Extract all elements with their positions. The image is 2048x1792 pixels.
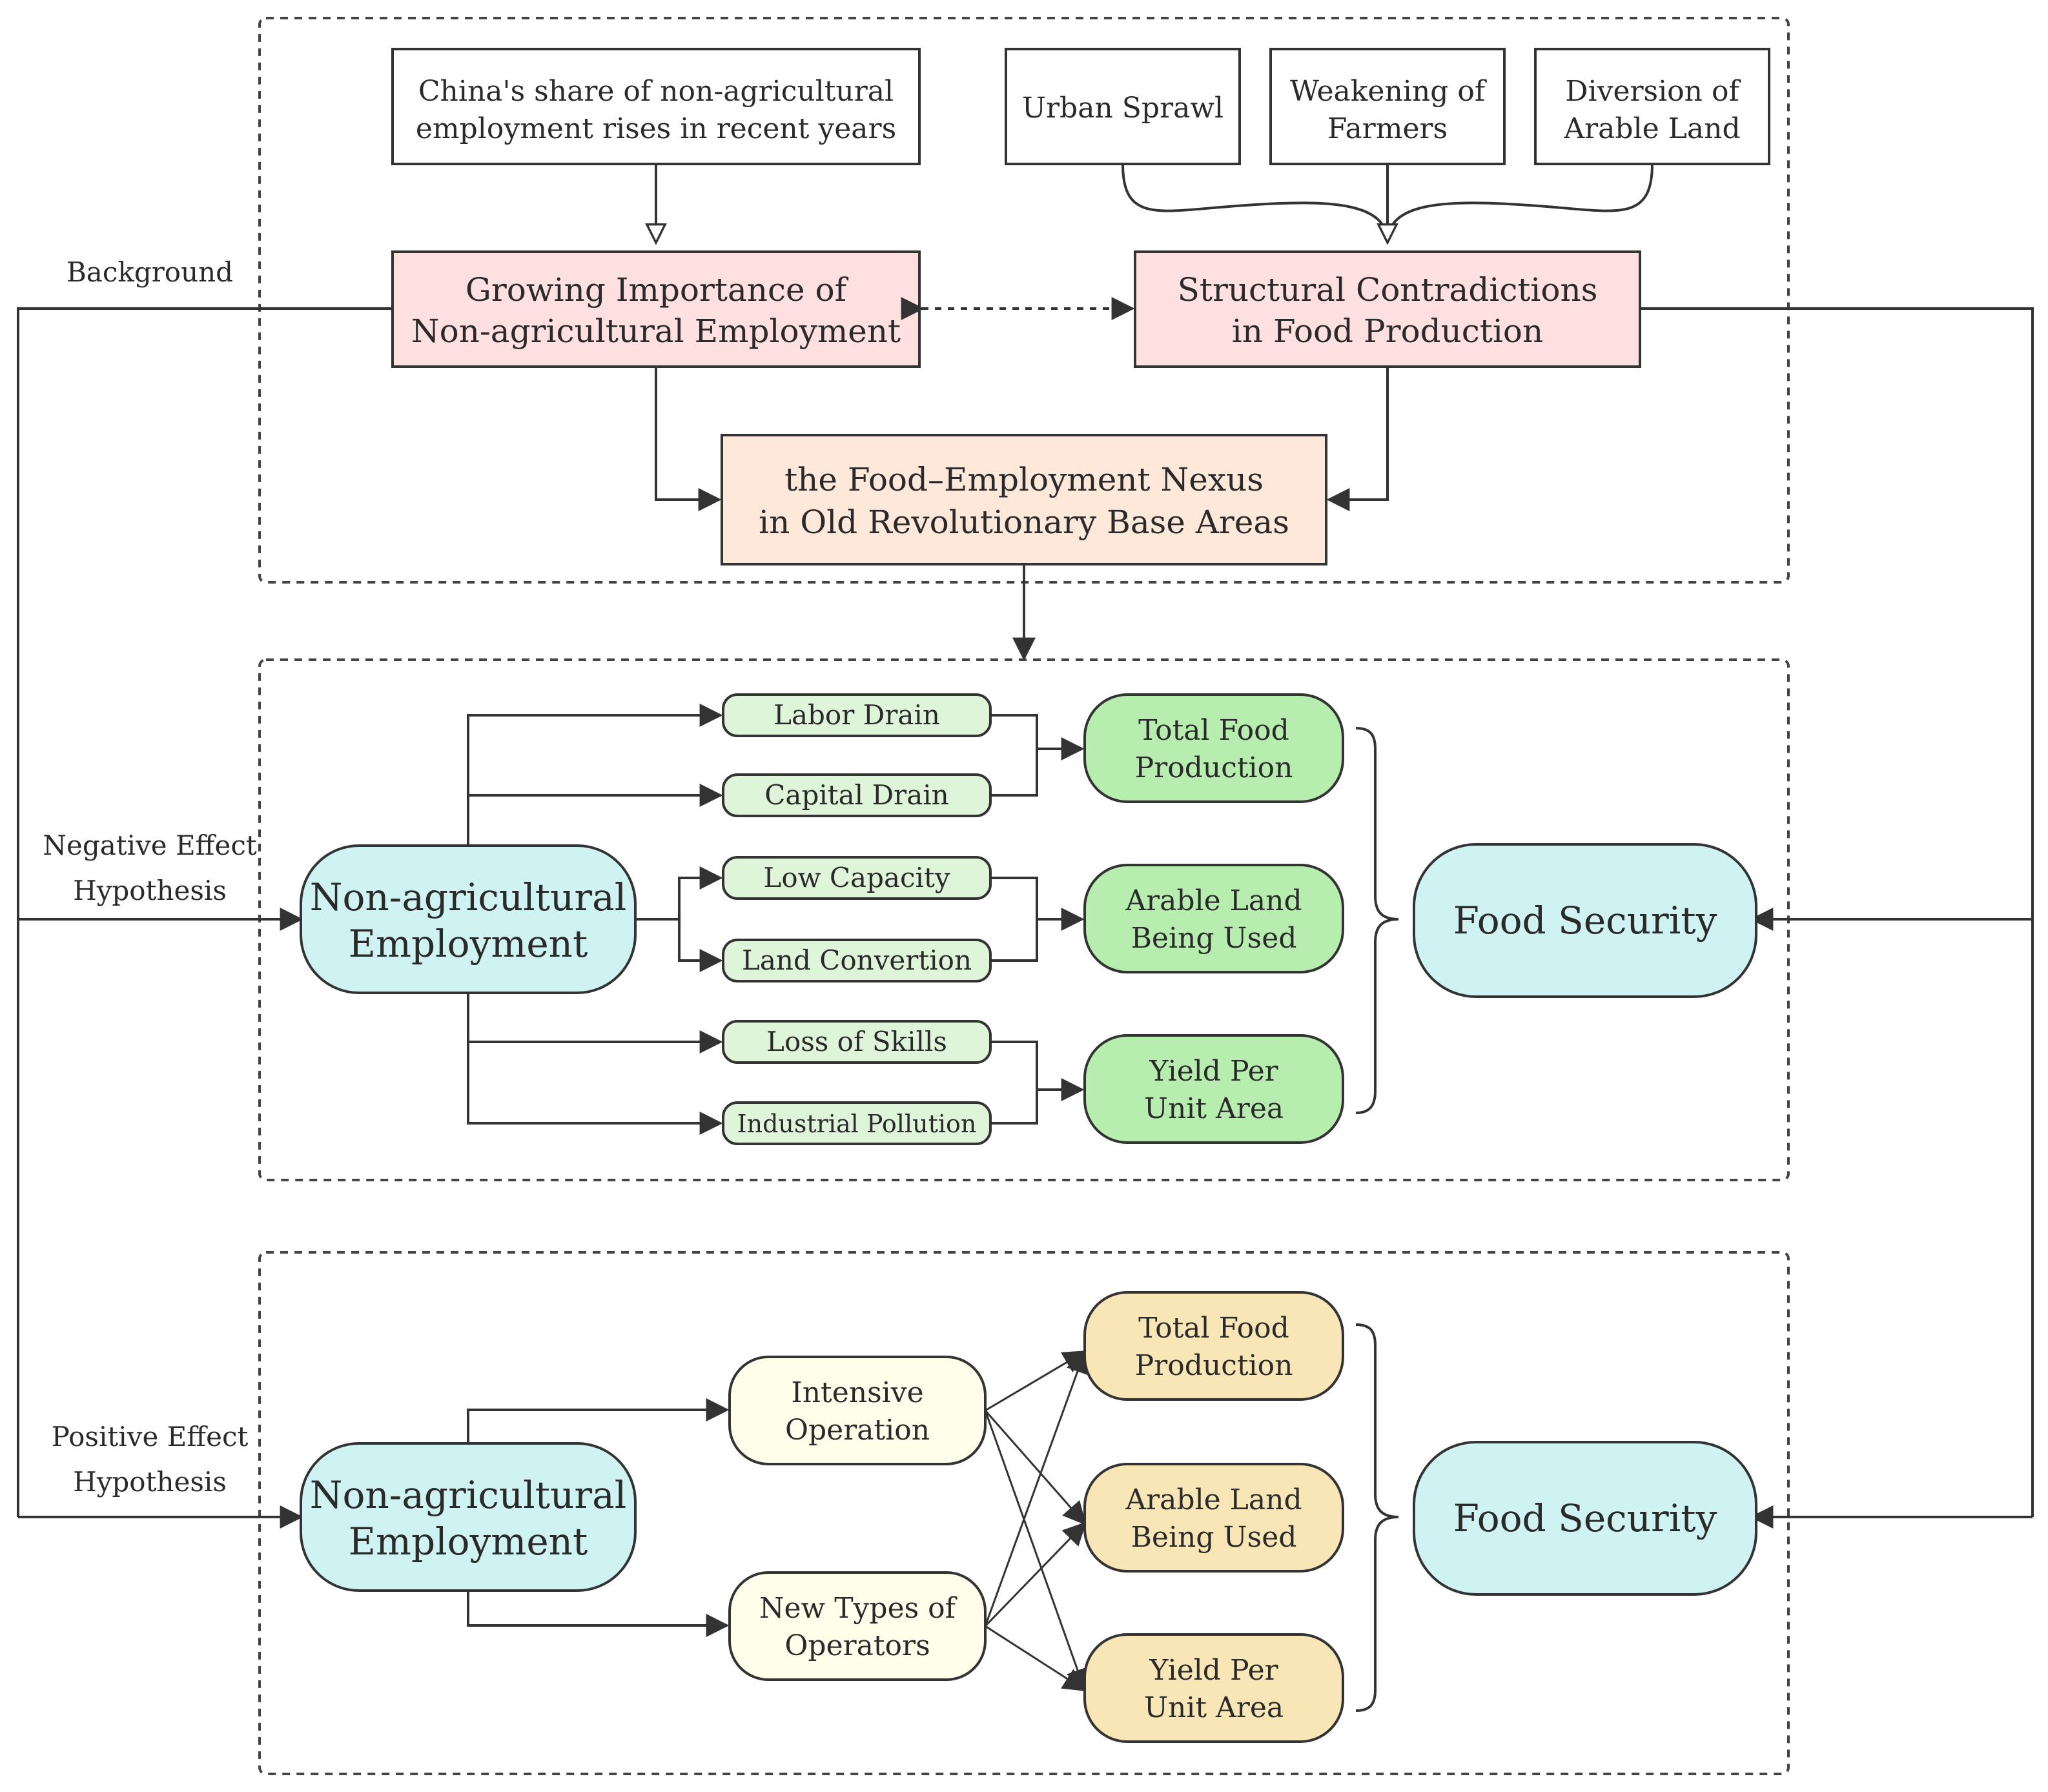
pos-newtypes-to-production [984,1349,1089,1627]
svg-text:Farmers: Farmers [1327,112,1448,145]
pos-link-intensive [467,1398,730,1443]
svg-text:China's share of non-agricultu: China's share of non-agricultural [418,75,894,108]
background-side-label: Background [67,256,233,288]
svg-text:Food Security: Food Security [1453,1496,1717,1540]
mech-low-capacity: Low Capacity [722,856,992,900]
svg-text:Weakening of: Weakening of [1290,75,1487,108]
neg-merge-production [990,714,1038,797]
left-outer-connector [17,307,393,1517]
svg-text:Arable Land: Arable Land [1125,1483,1302,1516]
pos-mech-new-types-operators: New Types of Operators [728,1571,987,1681]
neg-link-land-convertion [678,919,723,972]
svg-text:Being Used: Being Used [1131,1521,1297,1554]
mech-capital-drain: Capital Drain [722,773,992,817]
pos-outcome-total-food-production: Total Food Production [1083,1291,1344,1401]
pos-outcome-arable-land: Arable Land Being Used [1083,1463,1344,1573]
contradictions-to-nexus-arrow [1326,367,1389,511]
svg-text:Non-agricultural: Non-agricultural [310,1473,627,1517]
pos-non-agricultural-employment: Non-agricultural Employment [300,1442,637,1592]
growing-importance-box: Growing Importance of Non-agricultural E… [391,250,921,368]
urban-sprawl-curve [1121,163,1389,243]
svg-text:Arable Land: Arable Land [1125,884,1302,917]
pos-intensive-to-production [985,1350,1087,1412]
mech-land-convertion: Land Convertion [722,939,992,983]
svg-text:Structural Contradictions: Structural Contradictions [1178,271,1598,309]
pos-newtypes-to-land [984,1522,1087,1627]
neg-food-security: Food Security [1413,843,1757,998]
svg-text:Production: Production [1135,751,1293,784]
svg-text:Yield Per: Yield Per [1149,1055,1278,1088]
importance-to-nexus-arrow [655,367,722,511]
svg-text:Yield Per: Yield Per [1149,1654,1278,1687]
neg-outcome-yield-per-unit-area: Yield Per Unit Area [1083,1034,1344,1144]
svg-text:Capital Drain: Capital Drain [764,779,948,811]
neg-outcome-arable-land: Arable Land Being Used [1083,864,1344,973]
svg-text:the Food–Employment Nexus: the Food–Employment Nexus [784,461,1264,498]
mech-labor-drain: Labor Drain [722,693,992,737]
svg-text:Being Used: Being Used [1131,922,1297,955]
svg-text:Loss of Skills: Loss of Skills [766,1026,947,1057]
pos-outcome-yield-per-unit-area: Yield Per Unit Area [1083,1633,1344,1743]
svg-text:Total Food: Total Food [1138,1312,1289,1345]
svg-text:Employment: Employment [349,922,588,966]
svg-text:Operators: Operators [784,1629,930,1662]
diversion-curve [1386,163,1654,243]
pos-curly-brace [1355,1323,1399,1712]
pos-newtypes-to-yield [985,1625,1087,1691]
neg-curly-brace [1355,727,1399,1114]
positive-effect-frame [258,1251,1790,1775]
svg-text:Growing Importance of: Growing Importance of [466,271,849,309]
svg-text:Unit Area: Unit Area [1144,1092,1284,1125]
food-employment-nexus-box: the Food–Employment Nexus in Old Revolut… [721,434,1327,565]
mech-industrial-pollution: Industrial Pollution [722,1101,992,1145]
svg-text:in Old Revolutionary Base Area: in Old Revolutionary Base Areas [759,504,1289,541]
svg-text:Production: Production [1135,1349,1293,1382]
pos-food-security: Food Security [1413,1441,1757,1596]
svg-text:Arable Land: Arable Land [1563,112,1740,145]
svg-text:Low Capacity: Low Capacity [763,862,950,893]
svg-text:Urban Sprawl: Urban Sprawl [1022,92,1224,125]
svg-text:Total Food: Total Food [1138,714,1289,747]
svg-text:Labor Drain: Labor Drain [773,699,940,731]
svg-text:in Food Production: in Food Production [1232,312,1543,350]
urban-sprawl-box: Urban Sprawl [1005,48,1241,165]
positive-hypothesis-label-line1: Positive Effect [52,1421,249,1452]
weakening-farmers-box: Weakening of Farmers [1269,48,1506,165]
svg-text:Diversion of: Diversion of [1565,75,1741,108]
structural-contradictions-box: Structural Contradictions in Food Produc… [1134,250,1641,368]
mech-loss-of-skills: Loss of Skills [722,1020,992,1064]
negative-hypothesis-label-line2: Hypothesis [73,875,227,906]
svg-text:Unit Area: Unit Area [1144,1691,1284,1724]
neg-merge-yield [990,1041,1038,1125]
pos-intensive-to-land [984,1410,1087,1525]
pos-mech-intensive-operation: Intensive Operation [728,1356,987,1465]
svg-text:Intensive: Intensive [791,1376,923,1409]
svg-text:employment rises in recent yea: employment rises in recent years [416,112,896,145]
pos-intensive-to-yield [984,1410,1089,1693]
neg-merge-land [990,877,1038,962]
svg-text:Non-agricultural Employment: Non-agricultural Employment [411,312,901,350]
neg-non-agricultural-employment: Non-agricultural Employment [300,844,637,994]
svg-text:Operation: Operation [785,1414,930,1447]
svg-text:Food Security: Food Security [1453,899,1717,942]
svg-text:Land Convertion: Land Convertion [742,944,972,976]
positive-hypothesis-label-line2: Hypothesis [73,1466,227,1498]
svg-text:Industrial Pollution: Industrial Pollution [737,1110,977,1138]
neg-link-labor [467,704,723,846]
neg-link-pollution [467,1042,723,1135]
pos-link-new-types [467,1591,730,1637]
share-rise-box: China's share of non-agricultural employ… [391,48,921,165]
neg-link-skills [467,993,723,1054]
neg-outcome-total-food-production: Total Food Production [1083,693,1344,803]
svg-text:New Types of: New Types of [759,1592,957,1625]
negative-hypothesis-label-line1: Negative Effect [43,830,257,861]
svg-text:Non-agricultural: Non-agricultural [310,875,627,919]
diversion-land-box: Diversion of Arable Land [1534,48,1770,165]
svg-text:Employment: Employment [349,1520,588,1563]
right-outer-connector [1640,307,2034,1517]
neg-link-low-capacity [635,866,723,921]
